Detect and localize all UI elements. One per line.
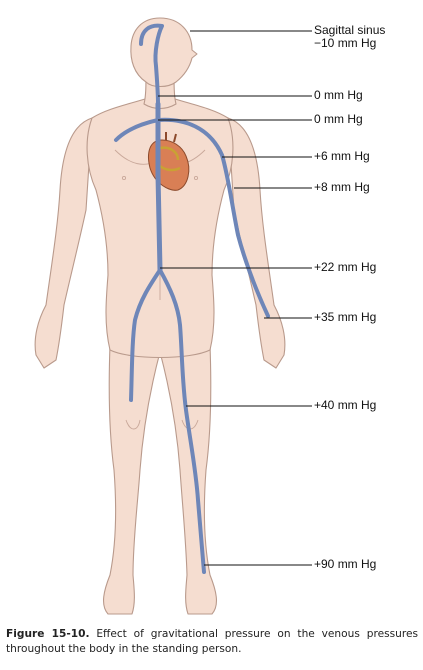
label-neck-lower: 0 mm Hg [314,112,363,126]
right-arm-vein [156,117,270,318]
right-leg [159,344,218,615]
label-ankle: +90 mm Hg [314,557,377,571]
sagittal-sinus-vein [139,23,164,106]
label-sagittal-title: Sagittal sinus [314,23,386,37]
venous-system [114,23,270,574]
right-arm [227,117,286,369]
vena-cava [155,101,163,273]
left-subclavian-vein [114,118,160,142]
label-sagittal-value: −10 mm Hg [314,36,377,50]
label-neck-upper: 0 mm Hg [314,88,363,102]
label-subclavian: +6 mm Hg [314,149,370,163]
left-arm [34,117,93,369]
label-abdomen: +22 mm Hg [314,260,377,274]
label-sagittal-sinus: Sagittal sinus −10 mm Hg [314,24,385,50]
leader-lines [158,30,312,566]
label-knee: +40 mm Hg [314,398,377,412]
venous-pressure-diagram [34,17,312,615]
figure-number: Figure 15-10. [6,628,90,640]
label-upper-arm: +8 mm Hg [314,180,370,194]
label-wrist: +35 mm Hg [314,310,377,324]
caption-text: Effect of gravitational pressure on the … [6,628,418,655]
figure-caption: Figure 15-10. Effect of gravitational pr… [6,627,418,657]
left-iliac-vein [129,268,162,402]
left-leg [102,344,161,615]
head [130,17,198,88]
right-iliac-vein [158,268,206,574]
